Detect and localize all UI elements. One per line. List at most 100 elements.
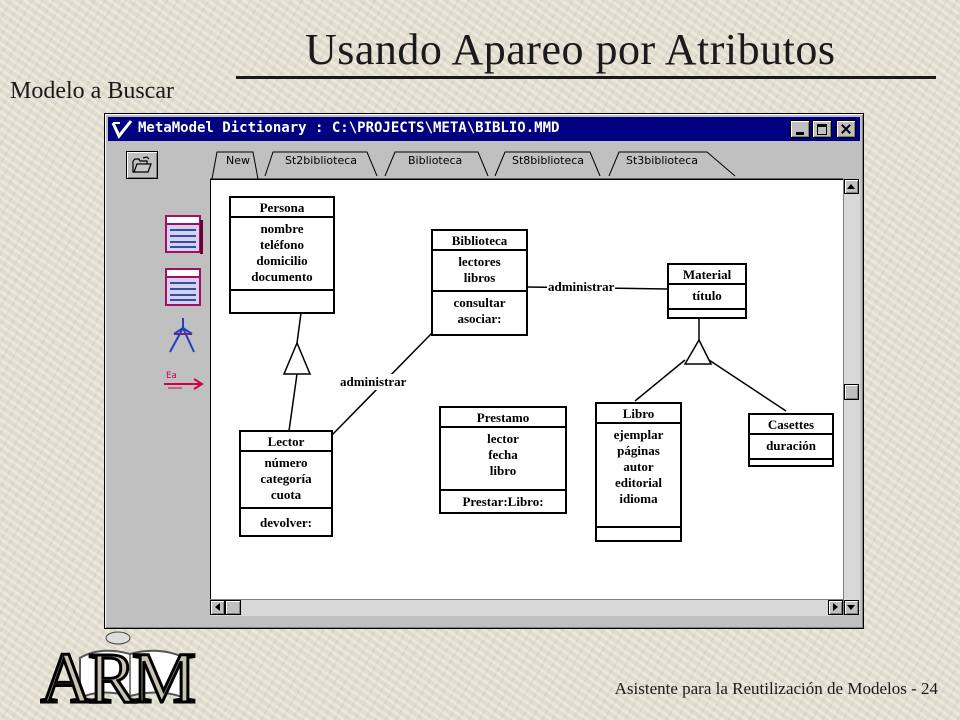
open-folder-icon xyxy=(132,156,152,173)
scroll-down-button[interactable] xyxy=(844,600,859,615)
inheritance-icon xyxy=(169,318,195,353)
tab-st8biblioteca[interactable]: St8biblioteca xyxy=(512,154,585,167)
attribute: título xyxy=(692,288,722,303)
tab-biblioteca[interactable]: Biblioteca xyxy=(408,154,463,167)
arrow-down-icon xyxy=(847,605,855,610)
class-operations: devolver: xyxy=(241,509,331,534)
slide-footer: Asistente para la Reutilización de Model… xyxy=(614,679,938,698)
attribute: páginas xyxy=(617,443,660,458)
svg-text:ARM: ARM xyxy=(40,638,194,710)
association-label-biblioteca-material: administrar xyxy=(547,279,616,295)
class-name: Biblioteca xyxy=(433,231,526,251)
class-attributes: ejemplar páginas autor editorial idioma xyxy=(597,424,680,511)
class-name: Libro xyxy=(597,404,680,424)
inheritance-line-lector xyxy=(288,373,298,432)
attribute: categoría xyxy=(260,471,312,486)
attribute: duración xyxy=(766,438,816,453)
association-icon: Ea xyxy=(164,371,204,390)
attribute: ejemplar xyxy=(613,427,664,442)
window-titlebar[interactable]: MetaModel Dictionary : C:\PROJECTS\META\… xyxy=(108,117,860,141)
tab-strip xyxy=(210,151,843,180)
attribute: autor xyxy=(623,459,654,474)
class-box-prestamo[interactable]: Prestamo lector fecha libro Prestar:Libr… xyxy=(439,406,567,514)
class-name: Prestamo xyxy=(441,408,565,428)
close-button[interactable] xyxy=(836,120,856,138)
class-box-casettes[interactable]: Casettes duración xyxy=(748,413,834,467)
attribute: fecha xyxy=(488,447,518,462)
inheritance-line-casettes xyxy=(708,359,787,412)
attribute: libros xyxy=(463,270,496,285)
association-label-lector-biblioteca: administrar xyxy=(339,374,408,390)
class-tool-2[interactable] xyxy=(160,267,206,307)
class-name: Casettes xyxy=(750,415,832,435)
vertical-scroll-thumb[interactable] xyxy=(844,384,859,400)
class-box-lector[interactable]: Lector número categoría cuota devolver: xyxy=(239,430,333,537)
class-attributes: número categoría cuota xyxy=(241,452,331,509)
class-icon xyxy=(165,268,201,306)
attribute: documento xyxy=(251,269,313,284)
scroll-up-button[interactable] xyxy=(844,179,859,194)
class-icon xyxy=(165,215,203,254)
tab-new[interactable]: New xyxy=(226,154,250,167)
class-operations xyxy=(750,460,832,470)
open-button[interactable] xyxy=(126,151,158,179)
title-underline xyxy=(236,76,936,79)
class-attributes: lector fecha libro xyxy=(441,428,565,491)
arrow-up-icon xyxy=(847,184,855,189)
class-name: Material xyxy=(669,265,745,285)
attribute: lectores xyxy=(458,254,501,269)
attribute: domicilio xyxy=(256,253,308,268)
class-tool-1[interactable] xyxy=(160,214,206,254)
diagram-canvas[interactable]: administrar administrar Persona nombre t… xyxy=(210,179,844,600)
svg-text:Ea: Ea xyxy=(166,371,177,381)
class-box-material[interactable]: Material título xyxy=(667,263,747,319)
window-title: MetaModel Dictionary : C:\PROJECTS\META\… xyxy=(138,120,560,136)
class-operations xyxy=(669,310,745,320)
minimize-button[interactable] xyxy=(790,120,810,138)
maximize-button[interactable] xyxy=(812,120,832,138)
horizontal-scrollbar[interactable] xyxy=(210,599,843,616)
class-box-persona[interactable]: Persona nombre teléfono domicilio docume… xyxy=(229,196,335,314)
attribute: editorial xyxy=(615,475,662,490)
attribute: teléfono xyxy=(259,237,305,252)
inheritance-triangle-material xyxy=(683,338,713,365)
vertical-scrollbar[interactable] xyxy=(843,179,860,615)
scroll-left-button[interactable] xyxy=(210,600,225,615)
class-name: Lector xyxy=(241,432,331,452)
class-operations xyxy=(597,526,680,528)
horizontal-scroll-thumb[interactable] xyxy=(225,600,241,615)
inheritance-line-libro xyxy=(634,359,686,402)
arm-logo-graphic: ARM xyxy=(39,631,200,720)
tool-palette: Ea xyxy=(160,214,210,414)
association-tool[interactable]: Ea xyxy=(160,366,206,406)
attribute: cuota xyxy=(270,487,302,502)
operation: Prestar:Libro: xyxy=(462,494,544,509)
class-attributes: título xyxy=(669,285,745,310)
slide-subtitle: Modelo a Buscar xyxy=(10,78,174,104)
tab-st2biblioteca[interactable]: St2biblioteca xyxy=(285,154,358,167)
inheritance-line-persona xyxy=(296,312,302,344)
class-attributes: lectores libros xyxy=(433,251,526,292)
arrow-right-icon xyxy=(833,603,838,611)
class-attributes: nombre teléfono domicilio documento xyxy=(231,218,333,291)
metamodel-app-icon xyxy=(111,120,133,139)
inheritance-tool[interactable] xyxy=(160,314,206,354)
arrow-left-icon xyxy=(215,603,220,611)
tab-st3biblioteca[interactable]: St3biblioteca xyxy=(626,154,699,167)
scroll-right-button[interactable] xyxy=(828,600,843,615)
class-operations: Prestar:Libro: xyxy=(441,491,565,513)
operation: consultar xyxy=(453,295,506,310)
class-box-libro[interactable]: Libro ejemplar páginas autor editorial i… xyxy=(595,402,682,542)
metamodel-window: MetaModel Dictionary : C:\PROJECTS\META\… xyxy=(104,113,864,629)
attribute: lector xyxy=(487,431,519,446)
attribute: idioma xyxy=(619,491,658,506)
class-name: Persona xyxy=(231,198,333,218)
class-attributes: duración xyxy=(750,435,832,460)
attribute: número xyxy=(264,455,308,470)
class-box-biblioteca[interactable]: Biblioteca lectores libros consultar aso… xyxy=(431,229,528,336)
inheritance-triangle-persona xyxy=(282,341,312,375)
arm-logo: ARM xyxy=(39,628,220,720)
operation: devolver: xyxy=(260,515,312,530)
class-operations: consultar asociar: xyxy=(433,292,526,330)
attribute: libro xyxy=(489,463,517,478)
